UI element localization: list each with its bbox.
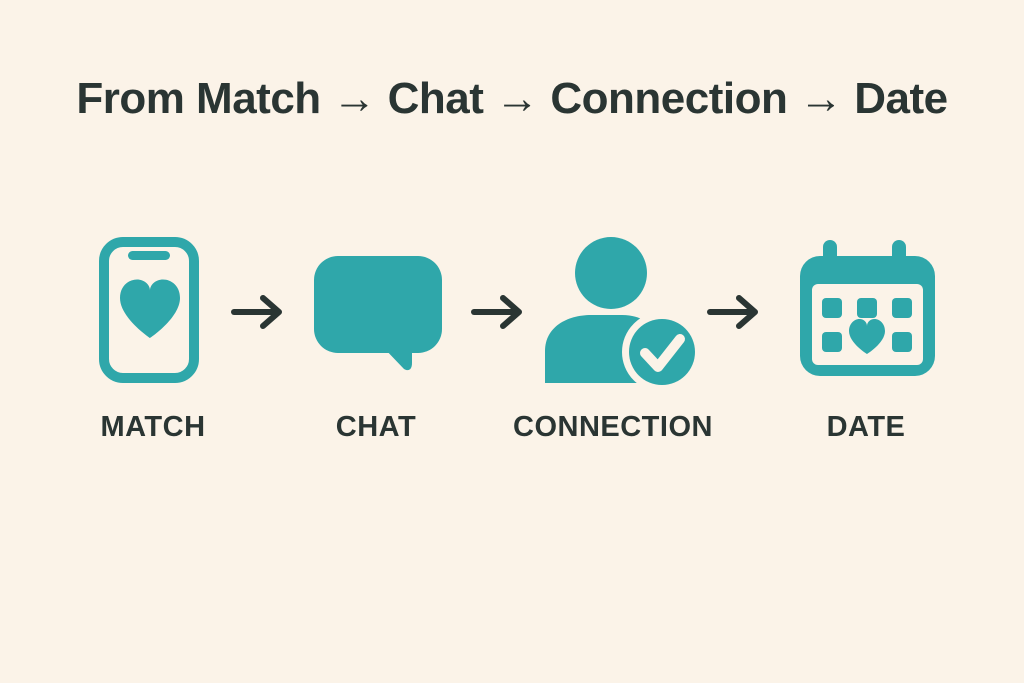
calendar-heart-icon	[800, 240, 935, 376]
step-label-chat: CHAT	[335, 411, 417, 443]
phone-heart-icon	[99, 237, 199, 383]
chat-bubble-icon	[314, 256, 442, 371]
person-check-icon	[545, 237, 699, 388]
arrow-icon	[707, 295, 758, 329]
step-label-connection: CONNECTION	[513, 411, 713, 443]
step-label-match: MATCH	[100, 411, 206, 443]
arrow-icon	[471, 295, 522, 329]
page-title: From Match → Chat → Connection → Date	[76, 74, 948, 123]
arrow-icon	[231, 295, 282, 329]
step-label-date: DATE	[826, 411, 906, 443]
